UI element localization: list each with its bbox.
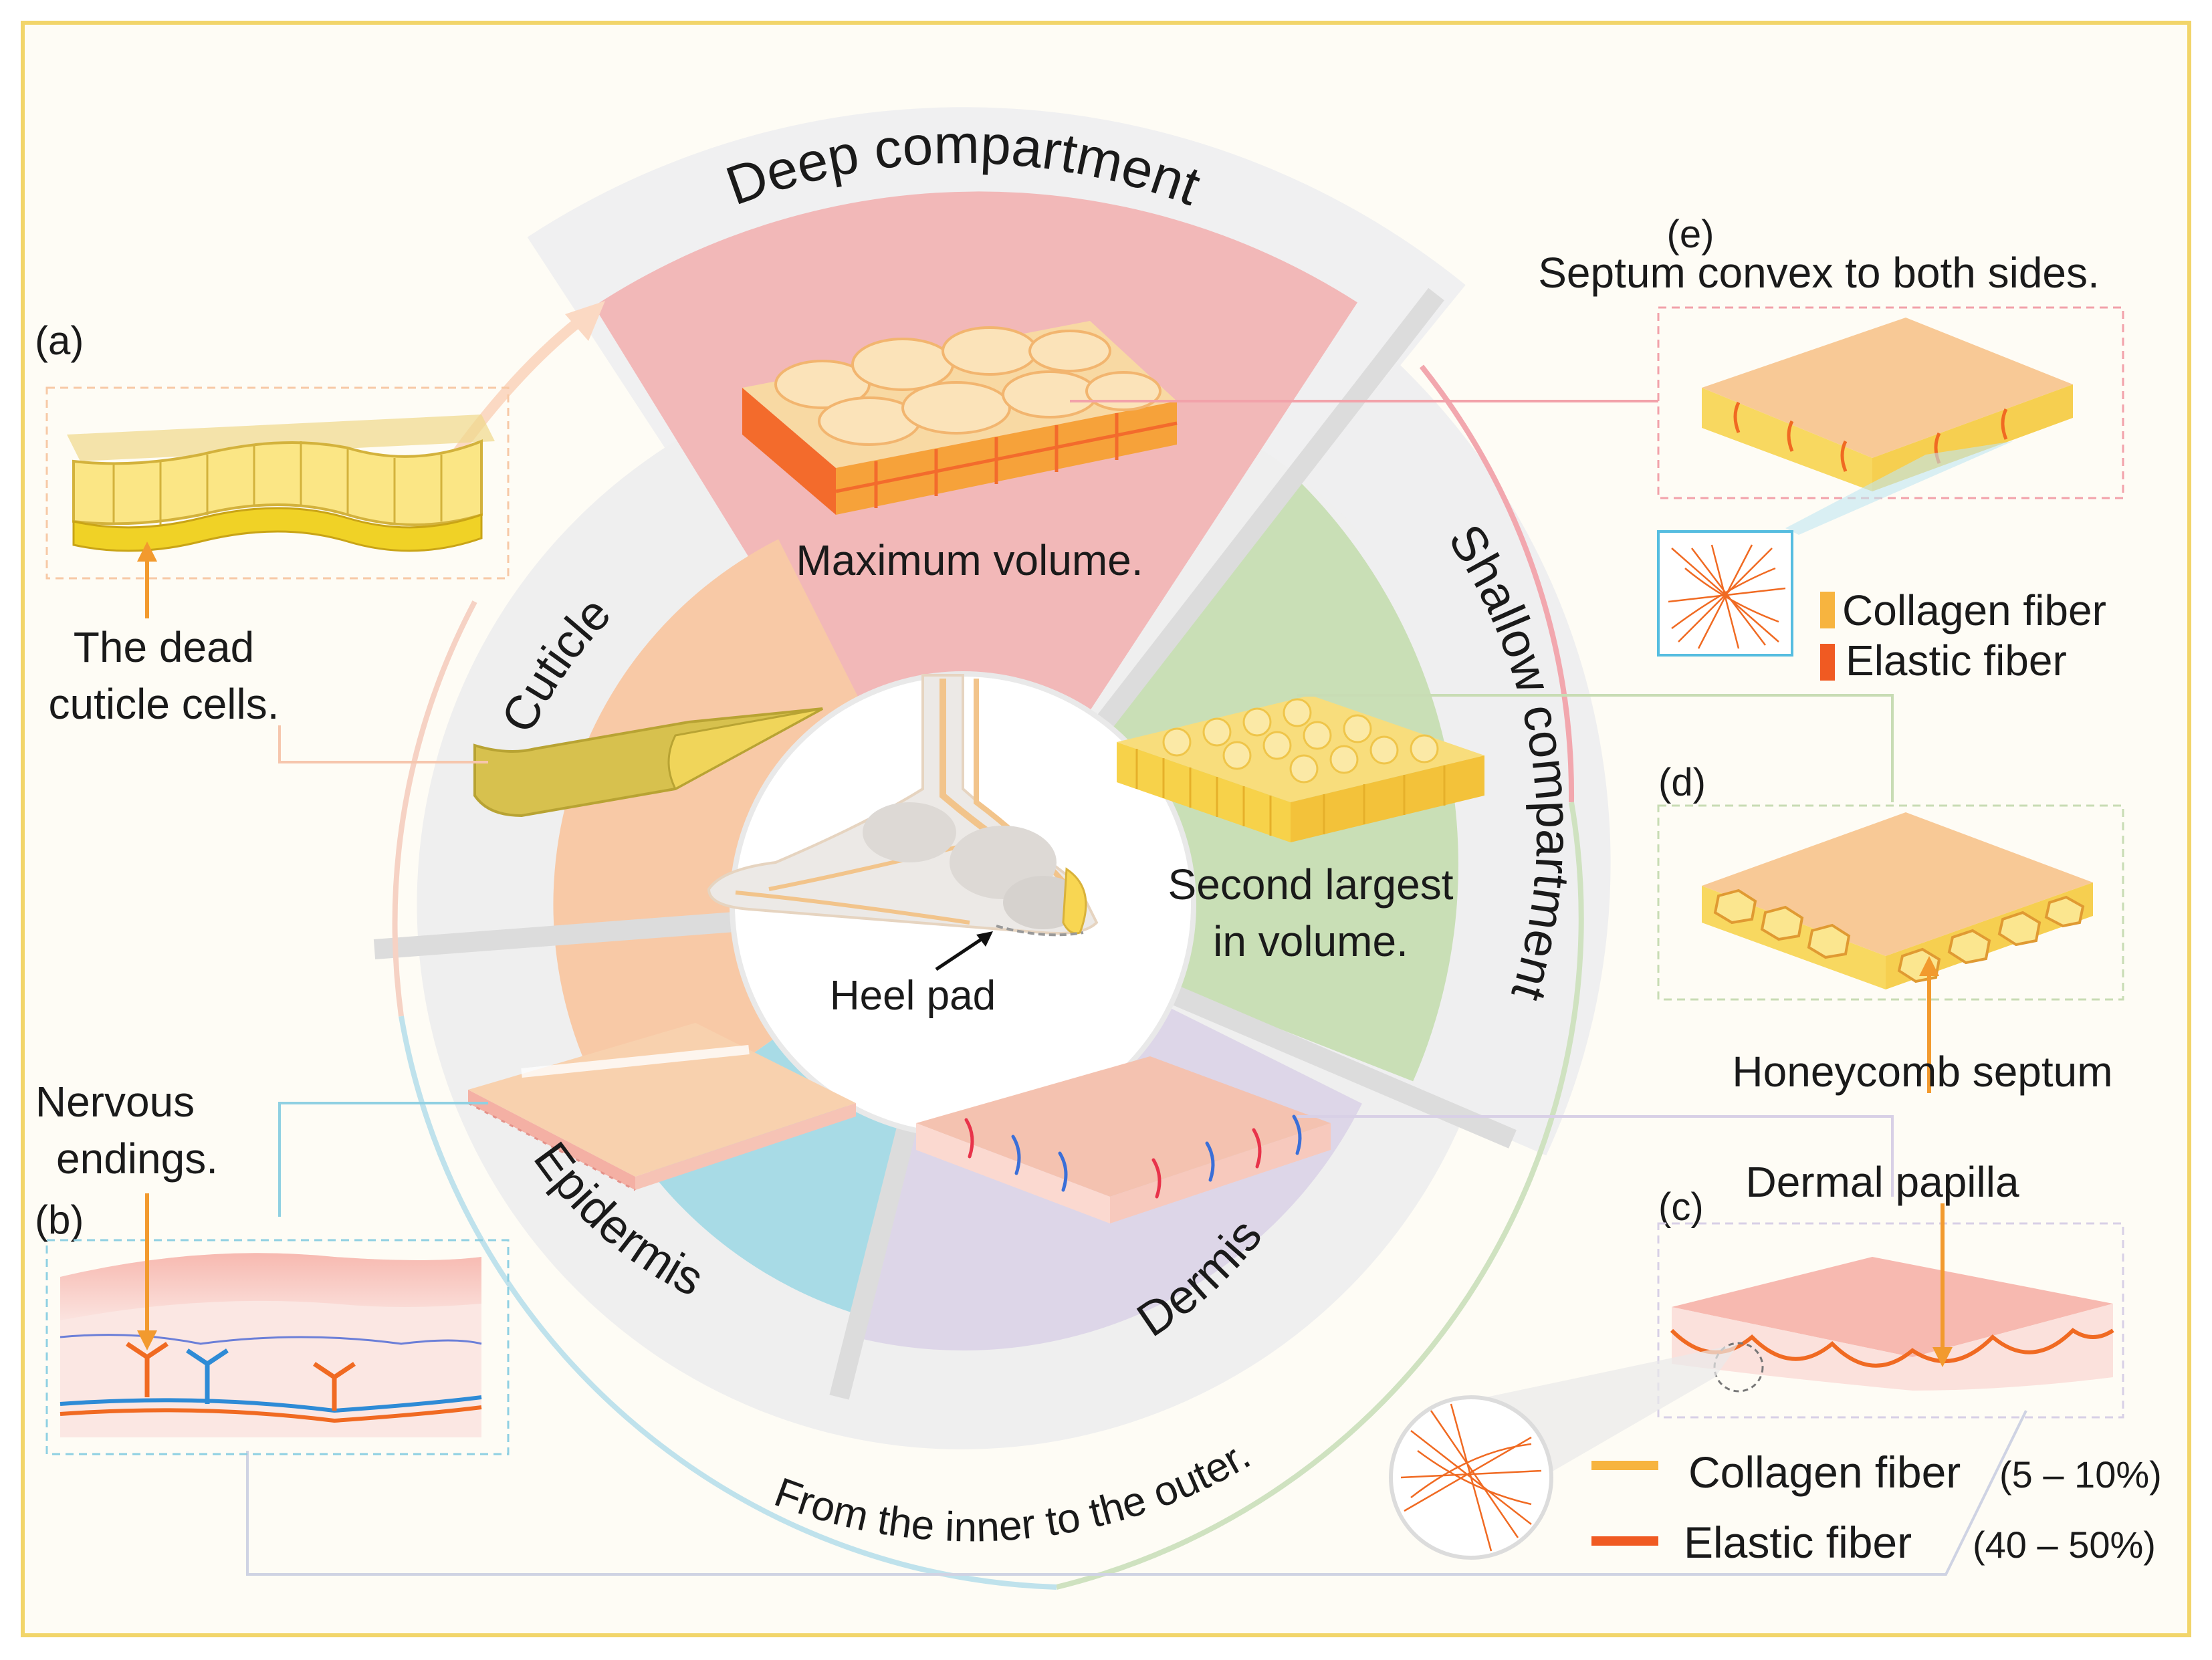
panel-a-label: (a) [35,318,84,363]
epidermis-slab [467,1023,856,1191]
legend-e-collagen: Collagen fiber [1842,586,2106,634]
panel-c-caption: Dermal papilla [1745,1158,2019,1206]
panel-c: Dermal papilla (c) Collagen fiber (5 – 1… [1389,1158,2162,1567]
panel-d-label: (d) [1658,761,1706,804]
panel-b-caption-line2: endings. [56,1135,218,1183]
panel-b: Nervous endings. (b) [35,1078,510,1455]
panel-c-label: (c) [1658,1185,1704,1229]
panel-a: (a) The dead cuticle cells. [35,318,510,728]
panel-b-label: (b) [35,1197,84,1242]
panel-d-caption: Honeycomb septum [1732,1048,2112,1096]
panel-e-caption: Septum convex to both sides. [1538,249,2100,297]
panel-a-caption-line2: cuticle cells. [49,680,280,728]
deep-volume-note: Maximum volume. [796,536,1143,584]
heel-pad-label: Heel pad [830,973,996,1019]
legend-c-elastic-pct: (40 – 50%) [1973,1524,2156,1566]
shallow-volume-note-line2: in volume. [1213,917,1408,965]
shallow-tissue-block [1117,695,1484,842]
panel-e-label: (e) [1667,213,1715,256]
foot-illustration [707,674,1099,971]
legend-e-elastic: Elastic fiber [1846,636,2067,685]
panel-d: (d) Honeycomb septum [1657,761,2124,1096]
legend-c-collagen-pct: (5 – 10%) [1999,1453,2162,1496]
shallow-volume-note-line1: Second largest [1168,860,1454,909]
panel-e: (e) Septum convex to both sides. Collage… [1538,213,2124,685]
legend-c-elastic: Elastic fiber [1684,1518,1912,1567]
legend-c-collagen: Collagen fiber [1688,1447,1961,1497]
panel-a-caption-line1: The dead [74,623,254,671]
cuticle-strip [473,707,823,818]
panel-b-caption-line1: Nervous [35,1078,195,1126]
deep-tissue-block [742,321,1178,515]
dermis-slab [916,1056,1331,1223]
